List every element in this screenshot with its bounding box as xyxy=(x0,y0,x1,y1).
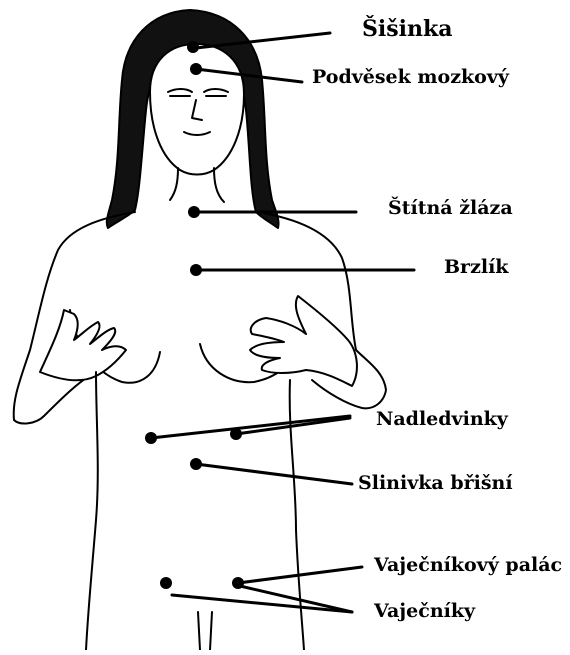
hand-left xyxy=(40,310,126,380)
navel xyxy=(198,612,212,650)
label-stitna-zlaza: Štítná žláza xyxy=(388,199,513,218)
nadledvinky-leader-left xyxy=(151,416,350,438)
waist-left xyxy=(86,372,98,650)
label-slinivka-brisni: Slinivka břišní xyxy=(358,474,513,493)
label-brzlik: Brzlík xyxy=(444,258,508,277)
hand-right xyxy=(250,296,357,386)
label-vajecnikovy-palac: Vaječníkový palác xyxy=(374,556,562,575)
label-vajecniky: Vaječníky xyxy=(374,602,475,621)
vajecniky-leader-left xyxy=(172,595,352,612)
torso-right xyxy=(256,212,386,408)
label-podvesek-mozkovy: Podvěsek mozkový xyxy=(312,68,509,87)
label-sisinka: Šišinka xyxy=(362,18,452,40)
palac-leader xyxy=(238,567,362,583)
slinivka-leader xyxy=(196,464,352,484)
neck xyxy=(170,168,178,200)
label-nadledvinky: Nadledvinky xyxy=(376,410,508,429)
vajecniky-dot-left xyxy=(160,577,172,589)
